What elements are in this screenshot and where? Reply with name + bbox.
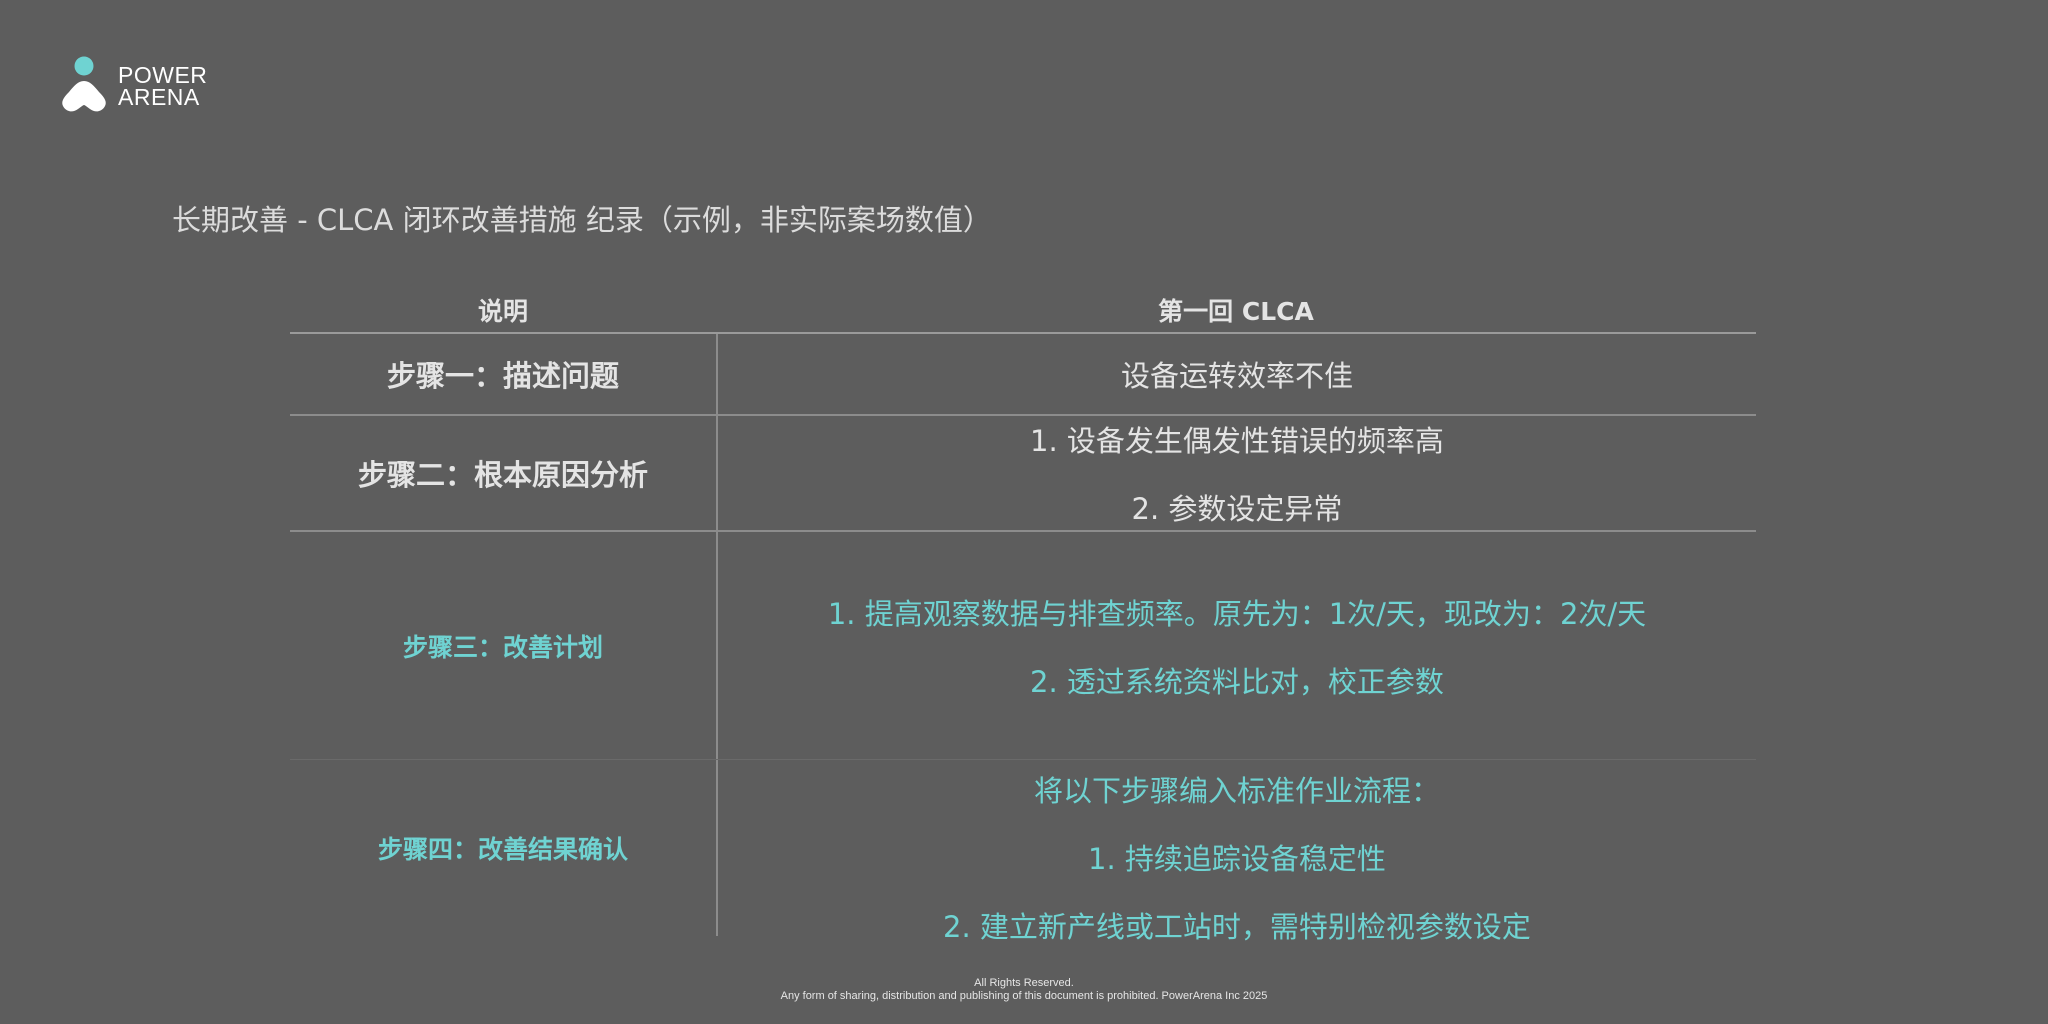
step-content: 将以下步骤编入标准作业流程： 1. 持续追踪设备稳定性 2. 建立新产线或工站时… [716, 760, 1756, 944]
step-label: 步骤二：根本原因分析 [357, 458, 648, 492]
footer: All Rights Reserved. Any form of sharing… [0, 977, 2048, 1003]
header-description: 说明 [477, 297, 528, 326]
content-line: 1. 设备发生偶发性错误的频率高 [1030, 424, 1444, 458]
footer-rights: All Rights Reserved. [974, 977, 1074, 989]
page-title: 长期改善 - CLCA 闭环改善措施 纪录（示例，非实际案场数值） [172, 203, 992, 237]
table-row: 步骤四：改善结果确认 将以下步骤编入标准作业流程： 1. 持续追踪设备稳定性 2… [290, 760, 1756, 944]
logo-line-2: ARENA [118, 84, 200, 110]
table-row: 步骤三：改善计划 1. 提高观察数据与排查频率。原先为：1次/天，现改为：2次/… [290, 532, 1756, 760]
content-line: 2. 建立新产线或工站时，需特别检视参数设定 [943, 910, 1531, 944]
logo-line-1: POWER [118, 62, 208, 88]
content-line: 将以下步骤编入标准作业流程： [1033, 774, 1440, 808]
step-content: 1. 设备发生偶发性错误的频率高 2. 参数设定异常 [716, 416, 1756, 530]
step-content: 1. 提高观察数据与排查频率。原先为：1次/天，现改为：2次/天 2. 透过系统… [716, 532, 1756, 759]
step-label: 步骤四：改善结果确认 [377, 835, 628, 864]
logo-wordmark: POWER ARENA [118, 62, 208, 110]
footer-notice: Any form of sharing, distribution and pu… [780, 990, 1268, 1002]
step-label: 步骤三：改善计划 [402, 632, 603, 662]
content-line: 2. 透过系统资料比对，校正参数 [1030, 664, 1444, 699]
header-clca-round-1: 第一回 CLCA [1158, 297, 1314, 326]
content-line: 2. 参数设定异常 [1131, 492, 1343, 526]
content-line: 1. 持续追踪设备稳定性 [1088, 842, 1386, 876]
table-header: 说明 第一回 CLCA [290, 286, 1756, 334]
clca-table: 说明 第一回 CLCA 步骤一：描述问题 设备运转效率不佳 步骤二：根本原因分析… [290, 286, 1756, 944]
step-label: 步骤一：描述问题 [386, 359, 619, 393]
powerarena-logo: POWER ARENA [60, 56, 230, 116]
content-line: 设备运转效率不佳 [1120, 359, 1353, 393]
powerarena-logo-icon [62, 56, 106, 112]
content-line: 1. 提高观察数据与排查频率。原先为：1次/天，现改为：2次/天 [827, 596, 1647, 631]
table-row: 步骤一：描述问题 设备运转效率不佳 [290, 334, 1756, 416]
table-row: 步骤二：根本原因分析 1. 设备发生偶发性错误的频率高 2. 参数设定异常 [290, 416, 1756, 532]
step-content: 设备运转效率不佳 [716, 334, 1756, 414]
